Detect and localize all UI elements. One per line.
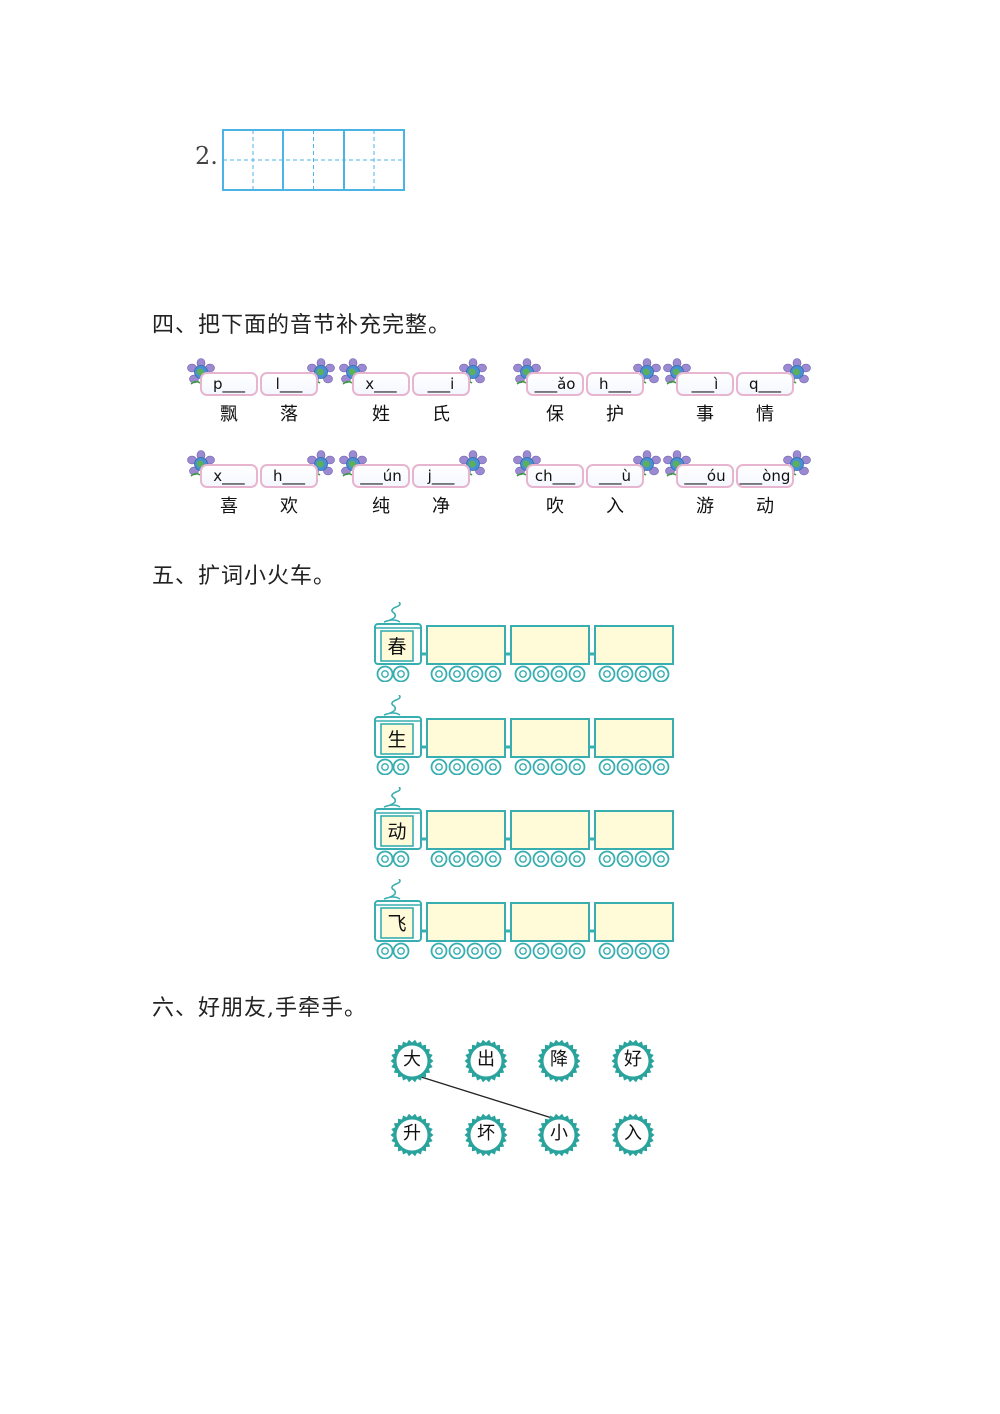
pinyin-blank[interactable]: h___ <box>260 464 318 488</box>
match-circle[interactable]: 好 <box>610 1038 656 1084</box>
character-label: 吹 <box>546 496 564 517</box>
character-label: 喜 <box>220 496 238 517</box>
character-label: 事 <box>696 404 714 425</box>
pinyin-blank[interactable]: q___ <box>736 372 794 396</box>
character-label: 净 <box>432 496 450 517</box>
character-label: 保 <box>546 404 564 425</box>
word-train: 动 <box>372 787 678 867</box>
match-circle[interactable]: 降 <box>536 1038 582 1084</box>
match-character: 降 <box>550 1049 568 1070</box>
character-label: 纯 <box>372 496 390 517</box>
character-label: 飘 <box>220 404 238 425</box>
writing-grid <box>222 129 405 191</box>
train-seed-character: 动 <box>387 821 407 843</box>
flower-icon <box>782 358 812 386</box>
pinyin-blank[interactable]: ch___ <box>526 464 584 488</box>
pinyin-blank[interactable]: l___ <box>260 372 318 396</box>
word-train: 飞 <box>372 879 678 959</box>
character-label: 动 <box>756 496 774 517</box>
match-circle[interactable]: 小 <box>536 1112 582 1158</box>
pinyin-group: ___óu 游 ___òng 动 <box>662 450 812 520</box>
train-seed-character: 生 <box>387 729 407 751</box>
section-four-heading: 四、把下面的音节补充完整。 <box>152 313 452 338</box>
pinyin-blank[interactable]: ___ì <box>676 372 734 396</box>
match-character: 升 <box>403 1123 421 1144</box>
match-circle[interactable]: 出 <box>463 1038 509 1084</box>
match-character: 出 <box>477 1049 495 1070</box>
pinyin-group: ___ì 事 q___ 情 <box>662 358 812 428</box>
character-label: 护 <box>606 404 624 425</box>
pinyin-blank[interactable]: ___i <box>412 372 470 396</box>
match-character: 好 <box>624 1049 642 1070</box>
pinyin-group: x___ 姓 ___i 氏 <box>338 358 488 428</box>
pinyin-blank[interactable]: x___ <box>352 372 410 396</box>
character-label: 欢 <box>280 496 298 517</box>
pinyin-group: ch___ 吹 ___ù 入 <box>512 450 662 520</box>
train-seed-character: 春 <box>387 636 407 658</box>
pinyin-blank[interactable]: ___óu <box>676 464 734 488</box>
character-label: 游 <box>696 496 714 517</box>
word-train: 春 <box>372 602 678 682</box>
pinyin-blank[interactable]: p___ <box>200 372 258 396</box>
pinyin-group: p___ 飘 l___ 落 <box>186 358 336 428</box>
character-label: 落 <box>280 404 298 425</box>
word-train: 生 <box>372 695 678 775</box>
character-label: 入 <box>606 496 624 517</box>
match-character: 小 <box>550 1123 568 1144</box>
pinyin-blank[interactable]: ___ún <box>352 464 410 488</box>
pinyin-group: ___ún 纯 j___ 净 <box>338 450 488 520</box>
pinyin-blank[interactable]: x___ <box>200 464 258 488</box>
match-circle[interactable]: 坏 <box>463 1112 509 1158</box>
match-circle[interactable]: 大 <box>389 1038 435 1084</box>
pinyin-group: x___ 喜 h___ 欢 <box>186 450 336 520</box>
match-circle[interactable]: 升 <box>389 1112 435 1158</box>
section-five-heading: 五、扩词小火车。 <box>152 564 337 589</box>
character-label: 情 <box>756 404 774 425</box>
pinyin-blank[interactable]: ___ù <box>586 464 644 488</box>
pinyin-blank[interactable]: ___òng <box>736 464 794 488</box>
character-label: 姓 <box>372 404 390 425</box>
pinyin-blank[interactable]: h___ <box>586 372 644 396</box>
match-character: 入 <box>624 1123 642 1144</box>
pinyin-group: ___ǎo 保 h___ 护 <box>512 358 662 428</box>
section-six-heading: 六、好朋友,手牵手。 <box>152 996 367 1021</box>
match-circle[interactable]: 入 <box>610 1112 656 1158</box>
match-character: 大 <box>403 1049 421 1070</box>
question-number: 2. <box>195 142 218 170</box>
train-seed-character: 飞 <box>387 913 407 935</box>
pinyin-blank[interactable]: ___ǎo <box>526 372 584 396</box>
character-label: 氏 <box>432 404 450 425</box>
pinyin-blank[interactable]: j___ <box>412 464 470 488</box>
match-character: 坏 <box>477 1123 495 1144</box>
